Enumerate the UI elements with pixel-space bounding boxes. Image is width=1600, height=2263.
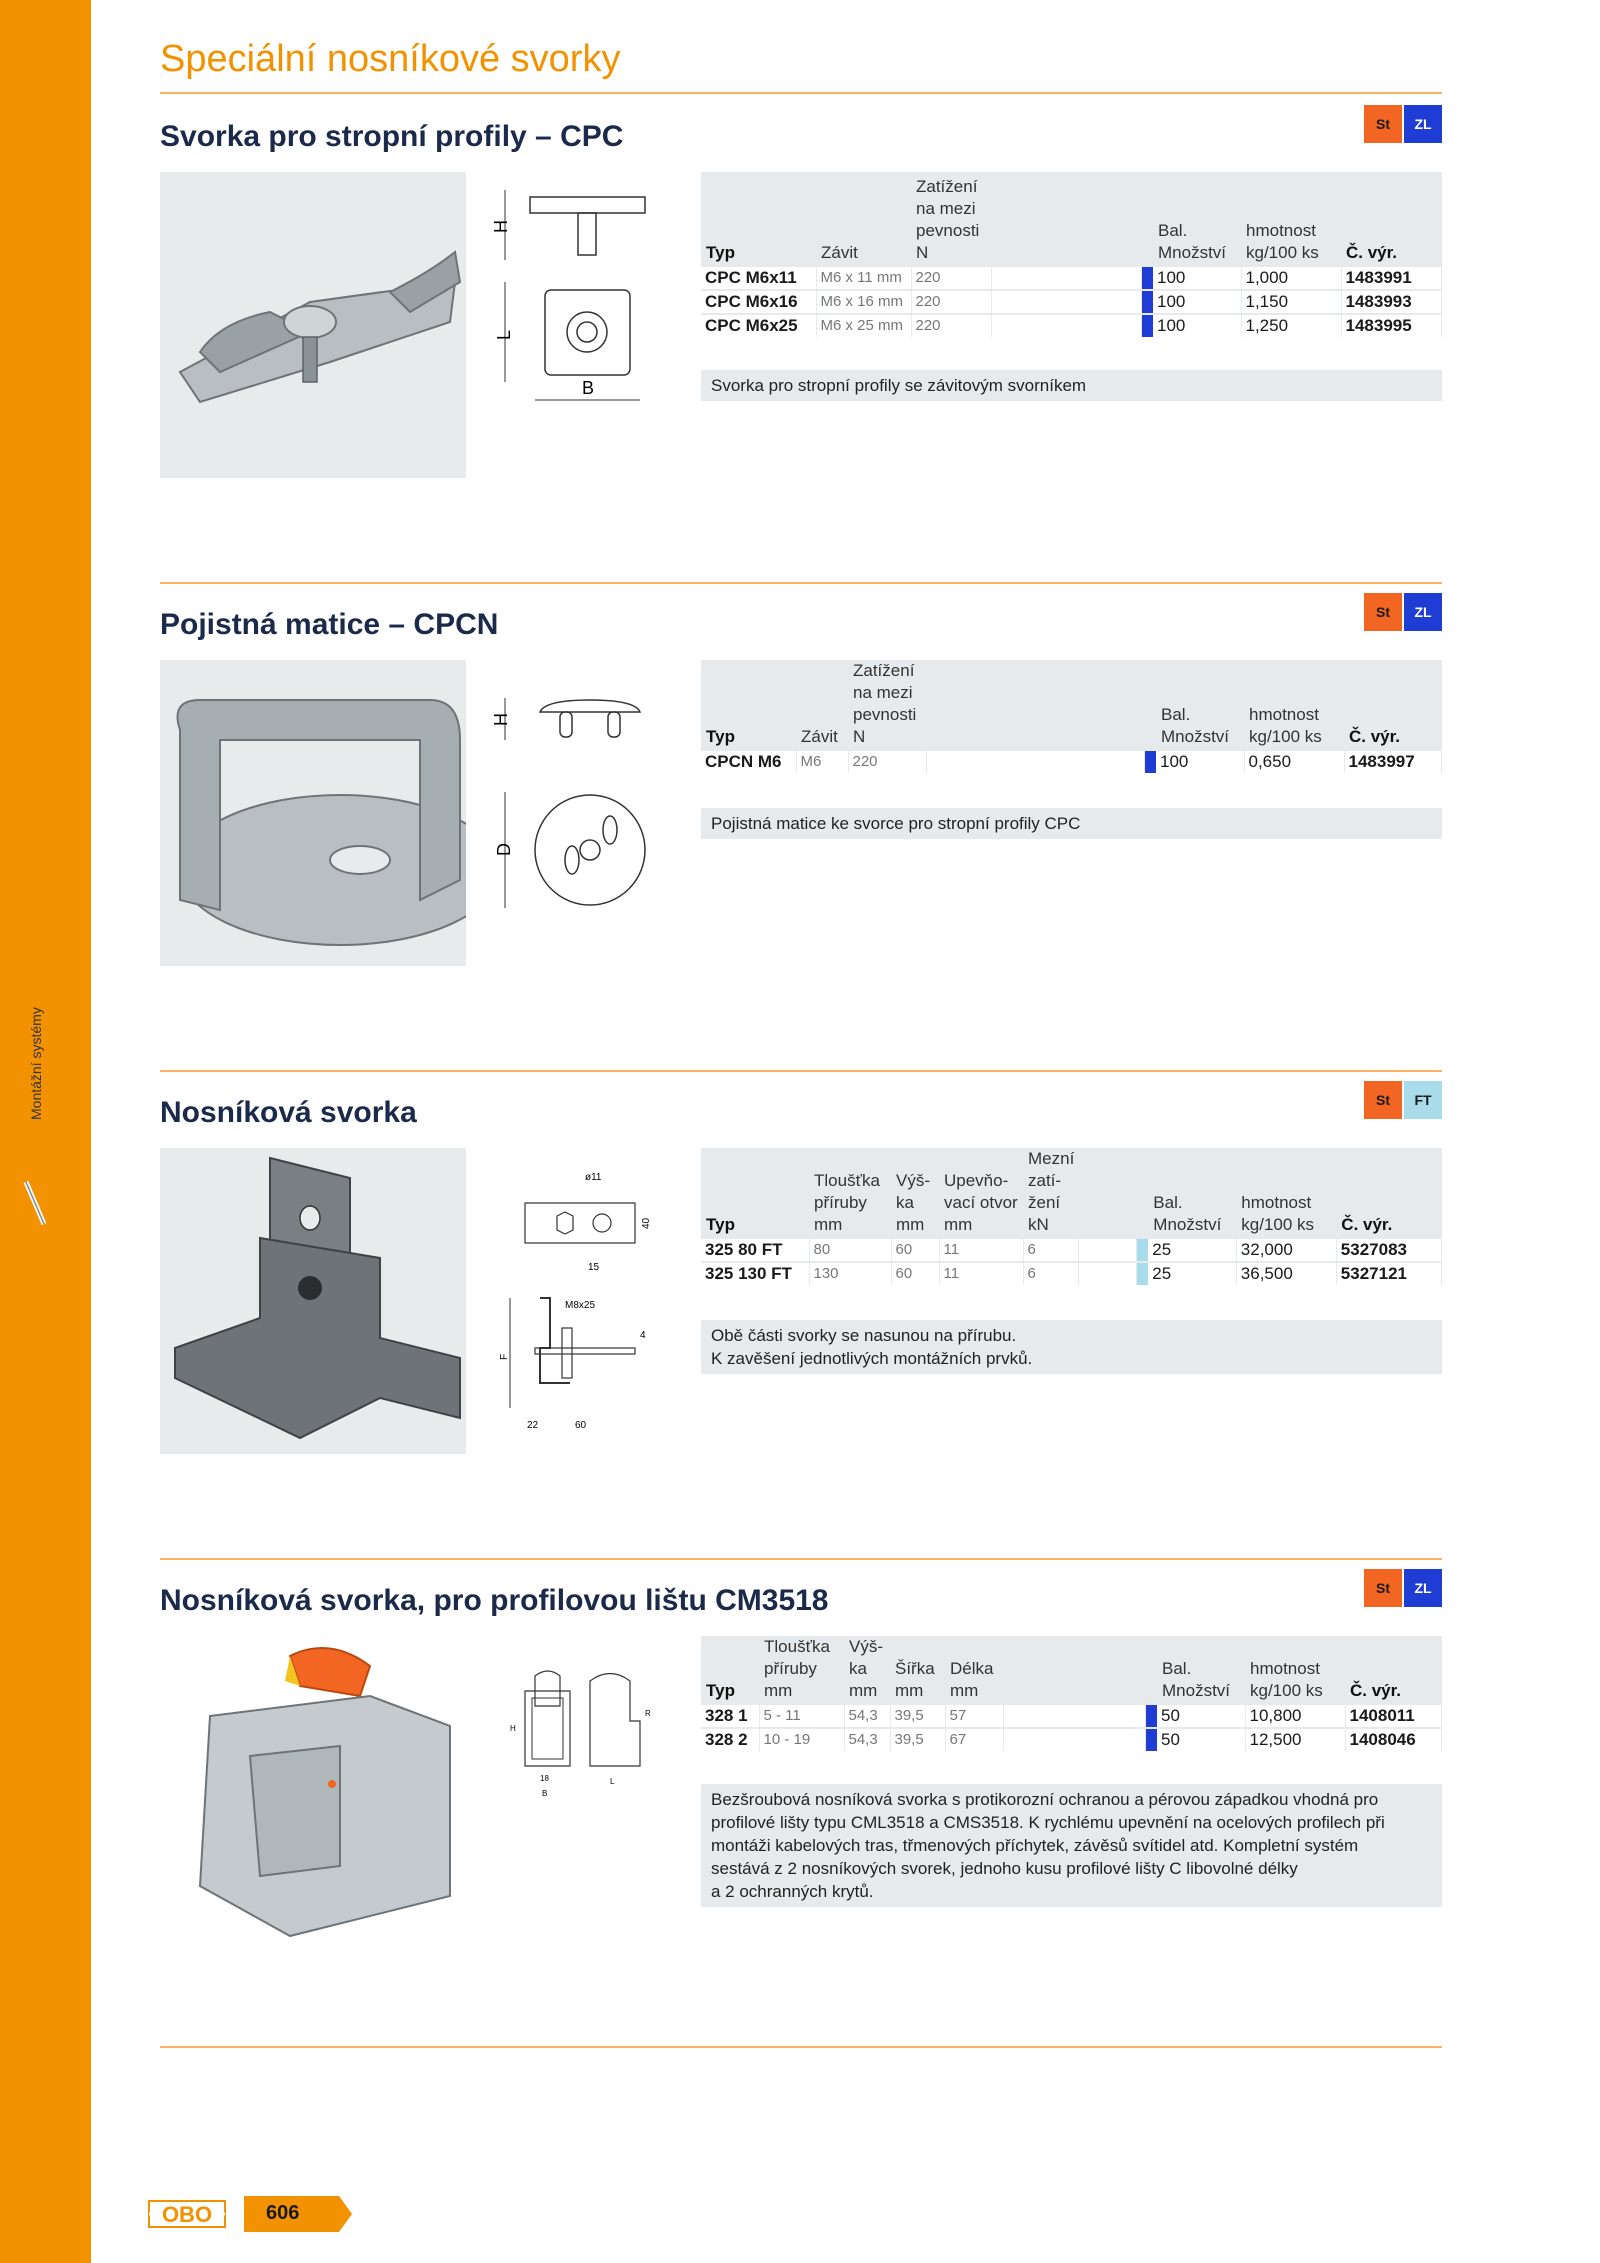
divider [160,92,1442,94]
badge-st: St [1364,1569,1402,1607]
badge-st: St [1364,105,1402,143]
dim-label: 15 [588,1262,600,1273]
product-description: Pojistná matice ke svorce pro stropní pr… [701,808,1442,839]
material-badges: St FT [1364,1081,1442,1119]
dim-label: 60 [575,1420,587,1431]
obo-logo: OBO [148,2200,226,2228]
dim-label: B [542,1789,547,1798]
table-header: Typ Závit Zatížení na mezi pevnosti N Ba… [706,177,1398,262]
dim-label: 4 [640,1330,646,1341]
dim-label: L [610,1777,615,1786]
technical-drawing: ø11 40 15 M8x25 4 F 22 60 [490,1148,665,1454]
section-title: Pojistná matice – CPCN [160,608,499,641]
pencil-icon [23,1181,47,1225]
product-table: Typ Závit Zatížení na mezi pevnosti N Ba… [701,660,1442,773]
divider [160,2046,1442,2048]
product-photo [160,1148,466,1454]
product-description: Bezšroubová nosníková svorka s protikoro… [701,1784,1442,1907]
dim-label-h: H [491,713,511,726]
product-photo [160,1636,466,1942]
dim-label: M8x25 [565,1300,595,1311]
dim-label: 22 [527,1420,539,1431]
badge-zl: ZL [1404,105,1442,143]
dim-label: H [510,1724,516,1733]
dim-label: R [645,1709,651,1718]
sidebar [0,0,91,2263]
badge-zl: ZL [1404,593,1442,631]
section-title: Nosníková svorka, pro profilovou lištu C… [160,1584,829,1617]
table-header: Typ Tloušťka příruby mm Výš- ka mm Upevň… [706,1149,1393,1234]
dim-label-d: D [494,843,514,856]
product-photo [160,172,466,478]
technical-drawing: H L B [490,172,665,478]
dim-label: ø11 [585,1172,602,1183]
technical-drawing: H 18 B L R [490,1636,665,1942]
badge-zl: ZL [1404,1569,1442,1607]
badge-st: St [1364,593,1402,631]
page-number: 606 [244,2196,352,2232]
dim-label: F [499,1354,510,1360]
dim-label-l: L [494,330,514,340]
product-table: Typ Závit Zatížení na mezi pevnosti N Ba… [701,172,1442,337]
technical-drawing: H D [490,660,665,966]
sidebar-label: Montážní systémy [28,1007,44,1120]
product-description: Obě části svorky se nasunou na přírubu. … [701,1320,1442,1374]
badge-ft: FT [1404,1081,1442,1119]
badge-st: St [1364,1081,1402,1119]
material-badges: St ZL [1364,593,1442,631]
divider [160,582,1442,584]
material-badges: St ZL [1364,1569,1442,1607]
section-title: Svorka pro stropní profily – CPC [160,120,624,153]
dim-label: 40 [641,1217,652,1229]
product-photo [160,660,501,966]
divider [160,1070,1442,1072]
svg-text:OBO: OBO [162,2202,212,2227]
product-description: Svorka pro stropní profily se závitovým … [701,370,1442,401]
product-table: Typ Tloušťka příruby mm Výš- ka mm Upevň… [701,1148,1443,1285]
divider [160,1558,1442,1560]
dim-label-h: H [491,220,511,233]
table-header: Typ Závit Zatížení na mezi pevnosti N Ba… [706,661,1401,746]
material-badges: St ZL [1364,105,1442,143]
dim-label: 18 [540,1774,549,1783]
page-title: Speciální nosníkové svorky [160,38,621,80]
dim-label-b: B [582,378,594,398]
table-header: Typ Tloušťka příruby mm Výš- ka mm Šířka… [706,1637,1402,1700]
section-title: Nosníková svorka [160,1096,417,1129]
product-table: Typ Tloušťka příruby mm Výš- ka mm Šířka… [701,1636,1442,1751]
